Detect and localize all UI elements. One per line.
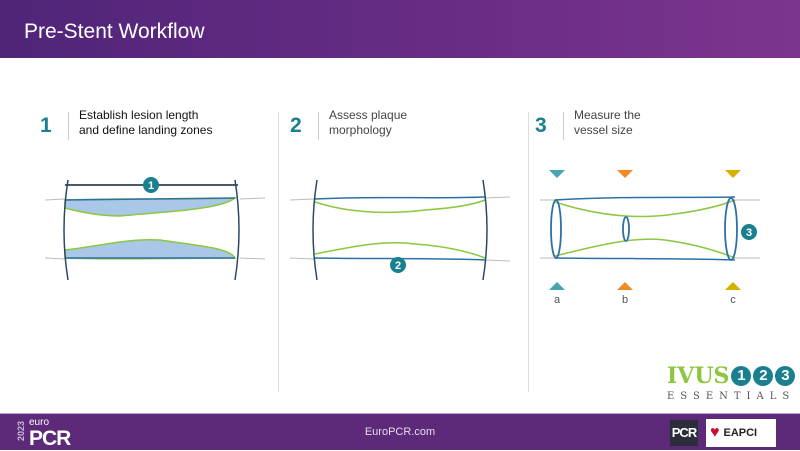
badge-1 <box>143 177 159 193</box>
footer-bar: 2023 euro PCR EuroPCR.com PCR ♥EAPCI <box>0 413 800 450</box>
step-text: and define landing zones <box>79 123 213 137</box>
footer-url[interactable]: EuroPCR.com <box>364 426 436 438</box>
divider <box>68 112 69 140</box>
vessel-size-diagram: a b c 3 <box>540 170 760 306</box>
divider <box>318 112 319 140</box>
logo-digit: 3 <box>775 366 796 386</box>
step-text: morphology <box>329 123 392 137</box>
logo-text: IVUS <box>667 363 730 389</box>
step-number: 1 <box>40 114 52 137</box>
ellipse-c <box>724 197 738 261</box>
marker-label: a <box>554 294 561 306</box>
badge-label: 1 <box>148 180 154 192</box>
step-text: Measure the <box>574 108 641 122</box>
eapci-text: EAPCI <box>723 427 758 439</box>
logo-pcr: PCR <box>29 427 71 450</box>
ellipse-a <box>550 199 562 259</box>
heart-icon: ♥ <box>710 424 720 441</box>
marker-c-bottom <box>725 282 741 290</box>
step-text: Establish lesion length <box>79 108 199 122</box>
marker-b-top <box>617 170 633 178</box>
logo-subtitle: ESSENTIALS <box>667 391 796 402</box>
header-bar: Pre-Stent Workflow <box>0 0 800 58</box>
marker-a-top <box>549 170 565 178</box>
badge-label: 2 <box>395 260 401 272</box>
eapci-logo: ♥EAPCI <box>706 419 776 447</box>
plaque-morphology-diagram: 2 <box>289 179 511 280</box>
badge-label: 3 <box>746 227 752 239</box>
step-text: vessel size <box>574 123 633 137</box>
badge-3 <box>741 224 757 240</box>
marker-a-bottom <box>549 282 565 290</box>
marker-label: c <box>730 294 736 306</box>
column-divider <box>278 112 279 392</box>
marker-c-top <box>725 170 741 178</box>
pcr-logo: PCR <box>670 420 698 446</box>
lesion-length-diagram: 1 <box>44 177 266 280</box>
marker-b-bottom <box>617 282 633 290</box>
ellipse-b <box>622 216 630 242</box>
logo-euro: euro <box>29 417 50 428</box>
step-text: Assess plaque <box>329 108 408 122</box>
divider <box>563 112 564 140</box>
column-divider <box>528 112 529 392</box>
logo-digit: 2 <box>753 366 774 386</box>
step-number: 2 <box>290 114 302 137</box>
page-title: Pre-Stent Workflow <box>24 20 205 43</box>
step-number: 3 <box>535 114 547 137</box>
badge-2 <box>390 257 406 273</box>
marker-label: b <box>622 294 628 306</box>
logo-digit: 1 <box>731 366 752 386</box>
